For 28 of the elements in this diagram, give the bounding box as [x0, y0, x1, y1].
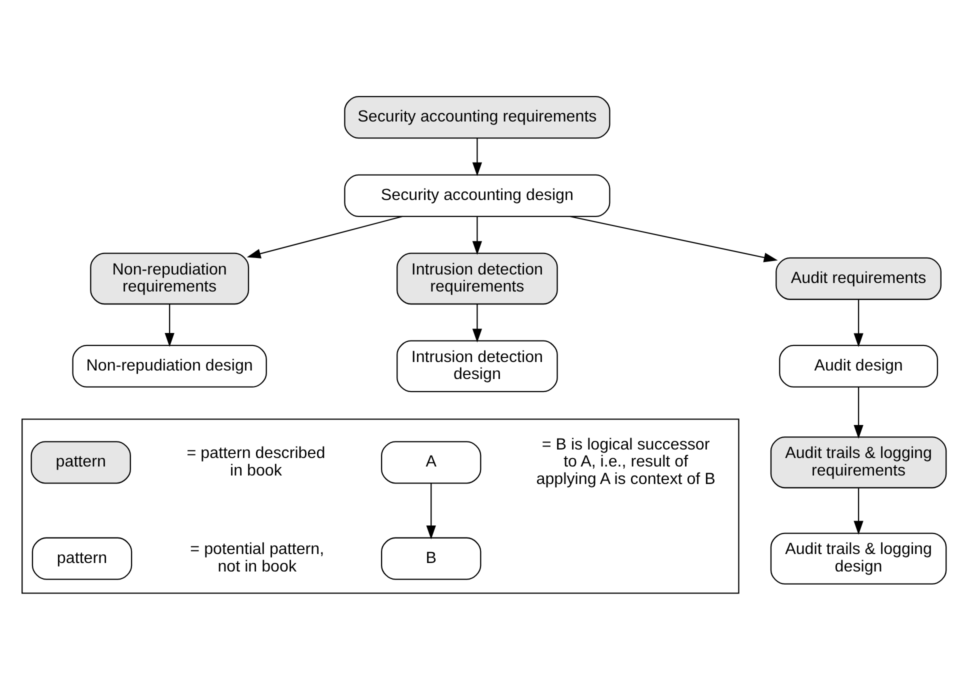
node-box: Non-repudiation design	[72, 344, 267, 388]
arrow	[164, 304, 174, 346]
node-box: A	[381, 440, 482, 484]
arrow	[246, 215, 402, 258]
node-box: Non-repudiation requirements	[90, 252, 250, 304]
node-box: B	[381, 536, 482, 580]
arrow	[426, 482, 436, 539]
node-box: Intrusion detection requirements	[396, 252, 558, 304]
node-box: pattern	[30, 440, 131, 484]
arrow	[472, 304, 482, 342]
arrow	[854, 488, 864, 534]
node-box: Intrusion detection design	[396, 340, 558, 392]
node-box: Audit design	[779, 344, 938, 388]
node-box: pattern	[32, 536, 132, 580]
cluster	[22, 418, 740, 594]
label: = potential pattern, not in book	[190, 540, 324, 576]
arrow	[854, 299, 864, 347]
arrow	[472, 138, 482, 176]
label: = B is logical successor to A, i.e., result of applying A is context of B	[536, 434, 716, 488]
label: = pattern described in book	[186, 444, 326, 479]
arrow	[854, 386, 864, 438]
node-box: Security accounting requirements	[344, 96, 610, 138]
node-box: Security accounting design	[344, 174, 610, 216]
node-box: Audit trails & logging requirements	[770, 436, 947, 488]
arrow	[472, 216, 482, 254]
arrow	[570, 215, 778, 262]
node-box: Audit requirements	[776, 256, 942, 300]
node-box: Audit trails & logging design	[770, 532, 947, 584]
